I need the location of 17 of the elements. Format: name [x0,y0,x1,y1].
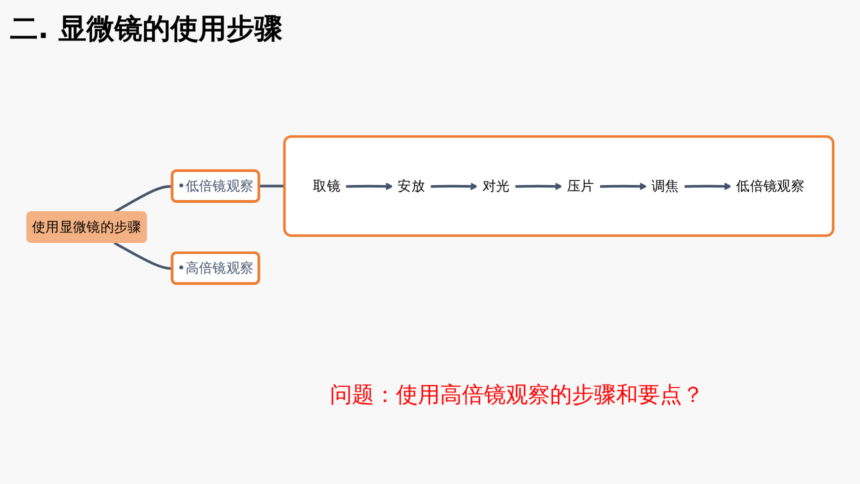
node-text: 安放 [398,178,426,194]
node-text: 取镜 [313,178,340,194]
arrow [346,182,394,190]
node-text: 低倍镜观察 [736,178,805,194]
connector [114,242,173,270]
connector [258,184,284,188]
node-text: 调焦 [652,178,679,194]
arrow [515,182,563,190]
node-text: 压片 [566,178,594,194]
connector [114,185,173,214]
node-text: 对光 [482,178,510,194]
question-note: 问题：使用高倍镜观察的步骤和要点？ [330,382,704,410]
arrow [600,182,648,190]
arrow [684,182,732,190]
cluster [283,135,834,237]
title: 二. 显微镜的使用步骤 [10,11,282,47]
arrow [430,182,478,190]
